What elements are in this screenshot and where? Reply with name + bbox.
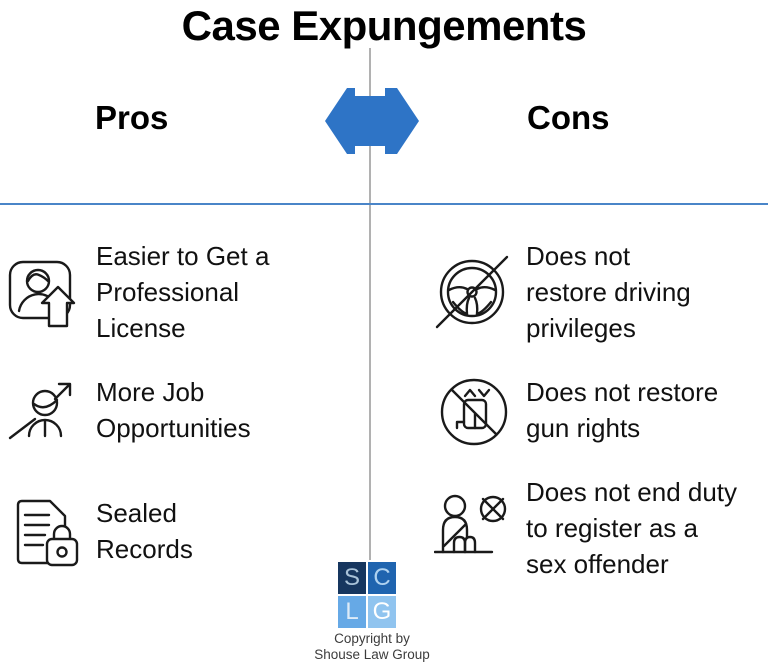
con-item-label: Does not restore driving privileges	[526, 241, 691, 343]
horizontal-divider	[0, 203, 768, 205]
page-title: Case Expungements	[181, 2, 587, 49]
sealed-document-lock-icon	[4, 492, 84, 570]
pro-item-job-opportunities: More Job Opportunities	[4, 372, 251, 448]
pro-item-professional-license: Easier to Get a Professional License	[4, 238, 269, 346]
sex-offender-registry-icon	[434, 490, 514, 566]
logo-letter-c: C	[368, 562, 396, 594]
logo-letter-l: L	[338, 596, 366, 628]
con-item-label: Does not restore gun rights	[526, 377, 719, 443]
logo-letter-g: G	[368, 596, 396, 628]
double-arrow-shape	[325, 88, 419, 154]
professional-license-icon	[4, 252, 84, 332]
no-driving-steering-wheel-icon	[434, 251, 514, 333]
vertical-divider	[369, 48, 371, 560]
no-gun-icon	[434, 372, 514, 448]
pro-item-label: Easier to Get a Professional License	[96, 241, 270, 343]
copyright-text: Copyright by Shouse Law Group	[314, 631, 430, 662]
con-item-label: Does not end duty to register as a sex o…	[526, 477, 738, 579]
pro-item-label: More Job Opportunities	[96, 377, 251, 443]
double-arrow-icon	[325, 88, 419, 154]
cons-header: Cons	[527, 99, 610, 136]
job-growth-icon	[4, 372, 84, 448]
con-item-driving-privileges: Does not restore driving privileges	[434, 238, 691, 346]
pro-item-sealed-records: Sealed Records	[4, 492, 193, 570]
pro-item-label: Sealed Records	[96, 498, 193, 564]
con-item-sex-offender-registry: Does not end duty to register as a sex o…	[434, 474, 737, 582]
sclg-logo: S C L G	[338, 562, 396, 628]
pros-header: Pros	[95, 99, 169, 136]
logo-letter-s: S	[338, 562, 366, 594]
con-item-gun-rights: Does not restore gun rights	[434, 372, 718, 448]
